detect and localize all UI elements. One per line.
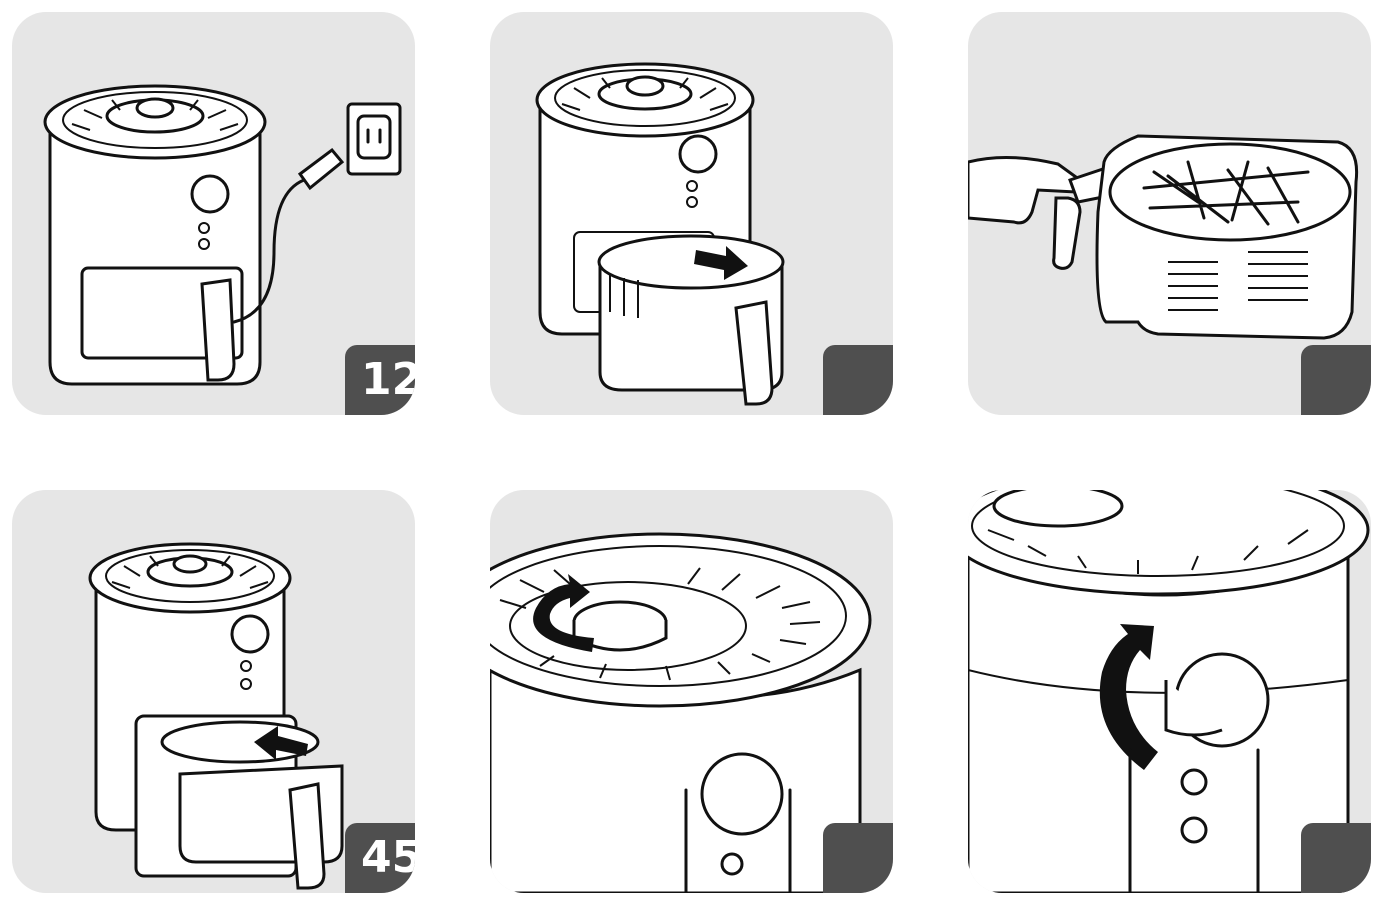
step-1-panel: 12 bbox=[12, 12, 415, 415]
step-6-panel bbox=[968, 490, 1371, 893]
hand-icon bbox=[968, 157, 1082, 268]
power-plug-icon bbox=[300, 150, 342, 188]
step-badge: 12 bbox=[345, 345, 415, 415]
step-4-panel: 45 bbox=[12, 490, 415, 893]
step-3-panel bbox=[968, 12, 1371, 415]
step-2-panel bbox=[490, 12, 893, 415]
step-badge: 45 bbox=[345, 823, 415, 893]
step-badge bbox=[823, 345, 893, 415]
step-5-panel bbox=[490, 490, 893, 893]
step-badge bbox=[1301, 345, 1371, 415]
step-badge bbox=[823, 823, 893, 893]
step-badge bbox=[1301, 823, 1371, 893]
wall-outlet-icon bbox=[348, 104, 400, 174]
